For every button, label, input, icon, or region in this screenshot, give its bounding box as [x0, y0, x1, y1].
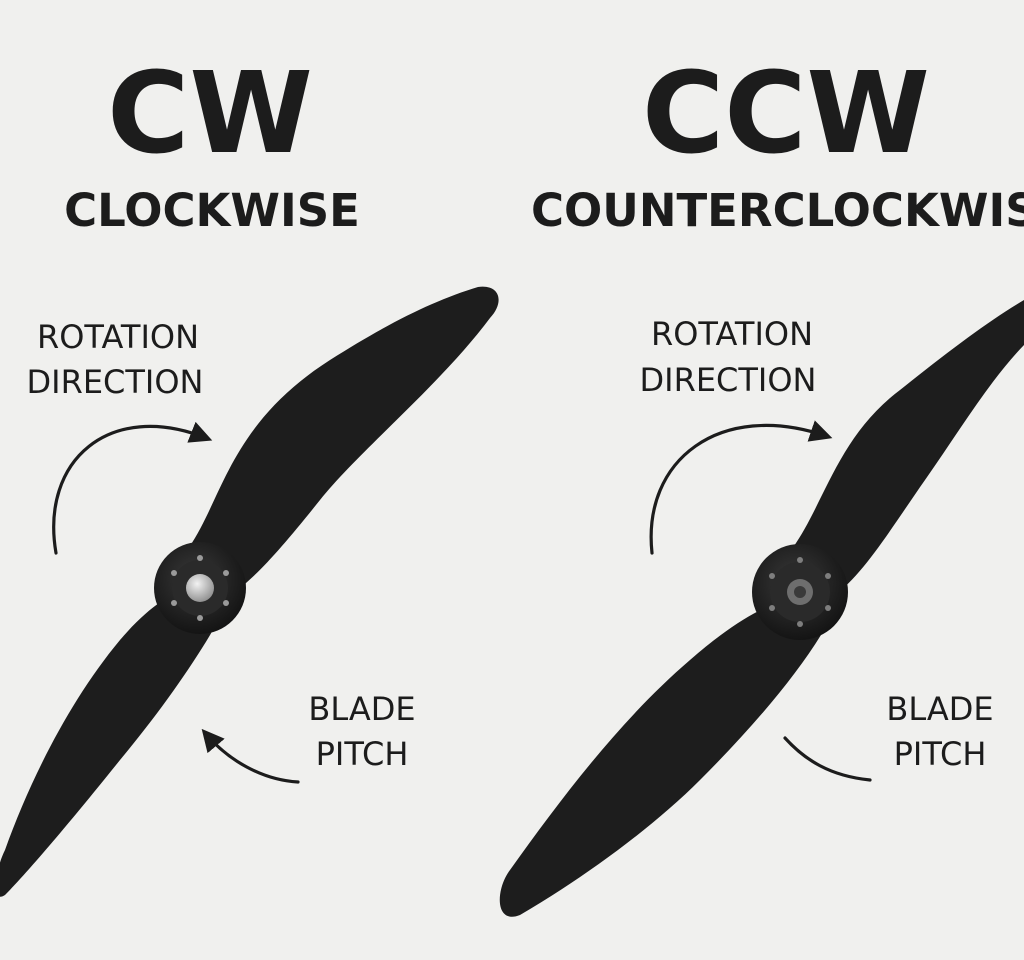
ccw-rotation-label-line1: ROTATION [651, 315, 813, 353]
cw-title: CW [107, 49, 313, 179]
cw-subtitle: CLOCKWISE [64, 184, 360, 237]
propeller-ccw-icon [499, 300, 1024, 917]
ccw-rotation-arrow-icon [649, 420, 833, 555]
propeller-cw-icon [0, 286, 499, 897]
cw-rotation-label-line2: DIRECTION [27, 363, 204, 401]
cw-pitch-arrow-icon [201, 728, 300, 784]
ccw-rotation-label-line2: DIRECTION [640, 361, 817, 399]
ccw-pitch-label-line1: BLADE [886, 690, 993, 728]
cw-rotation-arrow-icon [52, 421, 213, 555]
ccw-subtitle: COUNTERCLOCKWISE [531, 184, 1024, 237]
ccw-title: CCW [642, 49, 930, 179]
cw-rotation-label-line1: ROTATION [37, 318, 199, 356]
cw-pitch-label-line1: BLADE [308, 690, 415, 728]
ccw-pitch-arrow-icon [783, 736, 872, 782]
ccw-pitch-label-line2: PITCH [894, 735, 987, 773]
cw-pitch-label-line2: PITCH [316, 735, 409, 773]
